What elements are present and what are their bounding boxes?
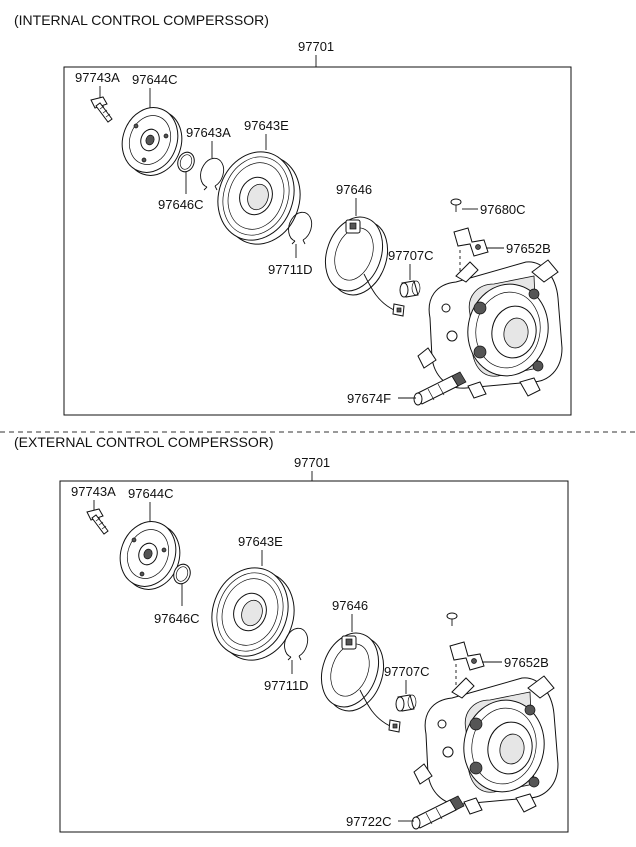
compressor-body bbox=[413, 675, 559, 815]
control-valve-part bbox=[411, 795, 465, 830]
part-label-97680C: 97680C bbox=[480, 202, 526, 217]
internal-control-section: (INTERNAL CONTROL COMPERSSOR) 97701 9774… bbox=[14, 12, 572, 416]
part-label-97743A: 97743A bbox=[71, 484, 116, 499]
assembly-box bbox=[63, 66, 572, 416]
part-label-97643E: 97643E bbox=[244, 118, 289, 133]
part-label-97674F: 97674F bbox=[347, 391, 391, 406]
sleeve-part bbox=[399, 280, 421, 298]
assembly-label: 97701 bbox=[294, 455, 330, 470]
part-label-97646C: 97646C bbox=[158, 197, 204, 212]
sleeve-part bbox=[395, 694, 417, 712]
part-label-97643E: 97643E bbox=[238, 534, 283, 549]
section-title: (EXTERNAL CONTROL COMPERSSOR) bbox=[14, 434, 274, 450]
part-label-97644C: 97644C bbox=[128, 486, 174, 501]
part-label-97711D: 97711D bbox=[264, 678, 309, 693]
clutch-hub-part bbox=[112, 99, 192, 184]
part-label-97722C: 97722C bbox=[346, 814, 392, 829]
assembly-label: 97701 bbox=[298, 39, 334, 54]
part-label-97643A: 97643A bbox=[186, 125, 231, 140]
small-bolt-part bbox=[446, 612, 458, 627]
clutch-hub-part bbox=[110, 513, 190, 598]
part-label-97707C: 97707C bbox=[388, 248, 434, 263]
part-label-97652B: 97652B bbox=[506, 241, 551, 256]
pulley-part bbox=[199, 556, 307, 672]
bracket-part bbox=[449, 641, 485, 671]
bolt-part bbox=[90, 96, 113, 123]
part-label-97646: 97646 bbox=[336, 182, 372, 197]
external-control-section: (EXTERNAL CONTROL COMPERSSOR) 97701 9774… bbox=[14, 434, 569, 833]
part-label-97652B: 97652B bbox=[504, 655, 549, 670]
section-title: (INTERNAL CONTROL COMPERSSOR) bbox=[14, 12, 269, 28]
part-label-97743A: 97743A bbox=[75, 70, 120, 85]
part-label-97711D: 97711D bbox=[268, 262, 313, 277]
part-label-97646C: 97646C bbox=[154, 611, 200, 626]
bracket-part bbox=[453, 227, 489, 257]
part-label-97646: 97646 bbox=[332, 598, 368, 613]
part-label-97707C: 97707C bbox=[384, 664, 430, 679]
small-bolt-part bbox=[450, 198, 462, 213]
bolt-part bbox=[86, 508, 109, 535]
part-label-97644C: 97644C bbox=[132, 72, 178, 87]
pulley-part bbox=[205, 140, 313, 256]
compressor-body bbox=[417, 259, 563, 399]
assembly-box bbox=[59, 480, 569, 833]
